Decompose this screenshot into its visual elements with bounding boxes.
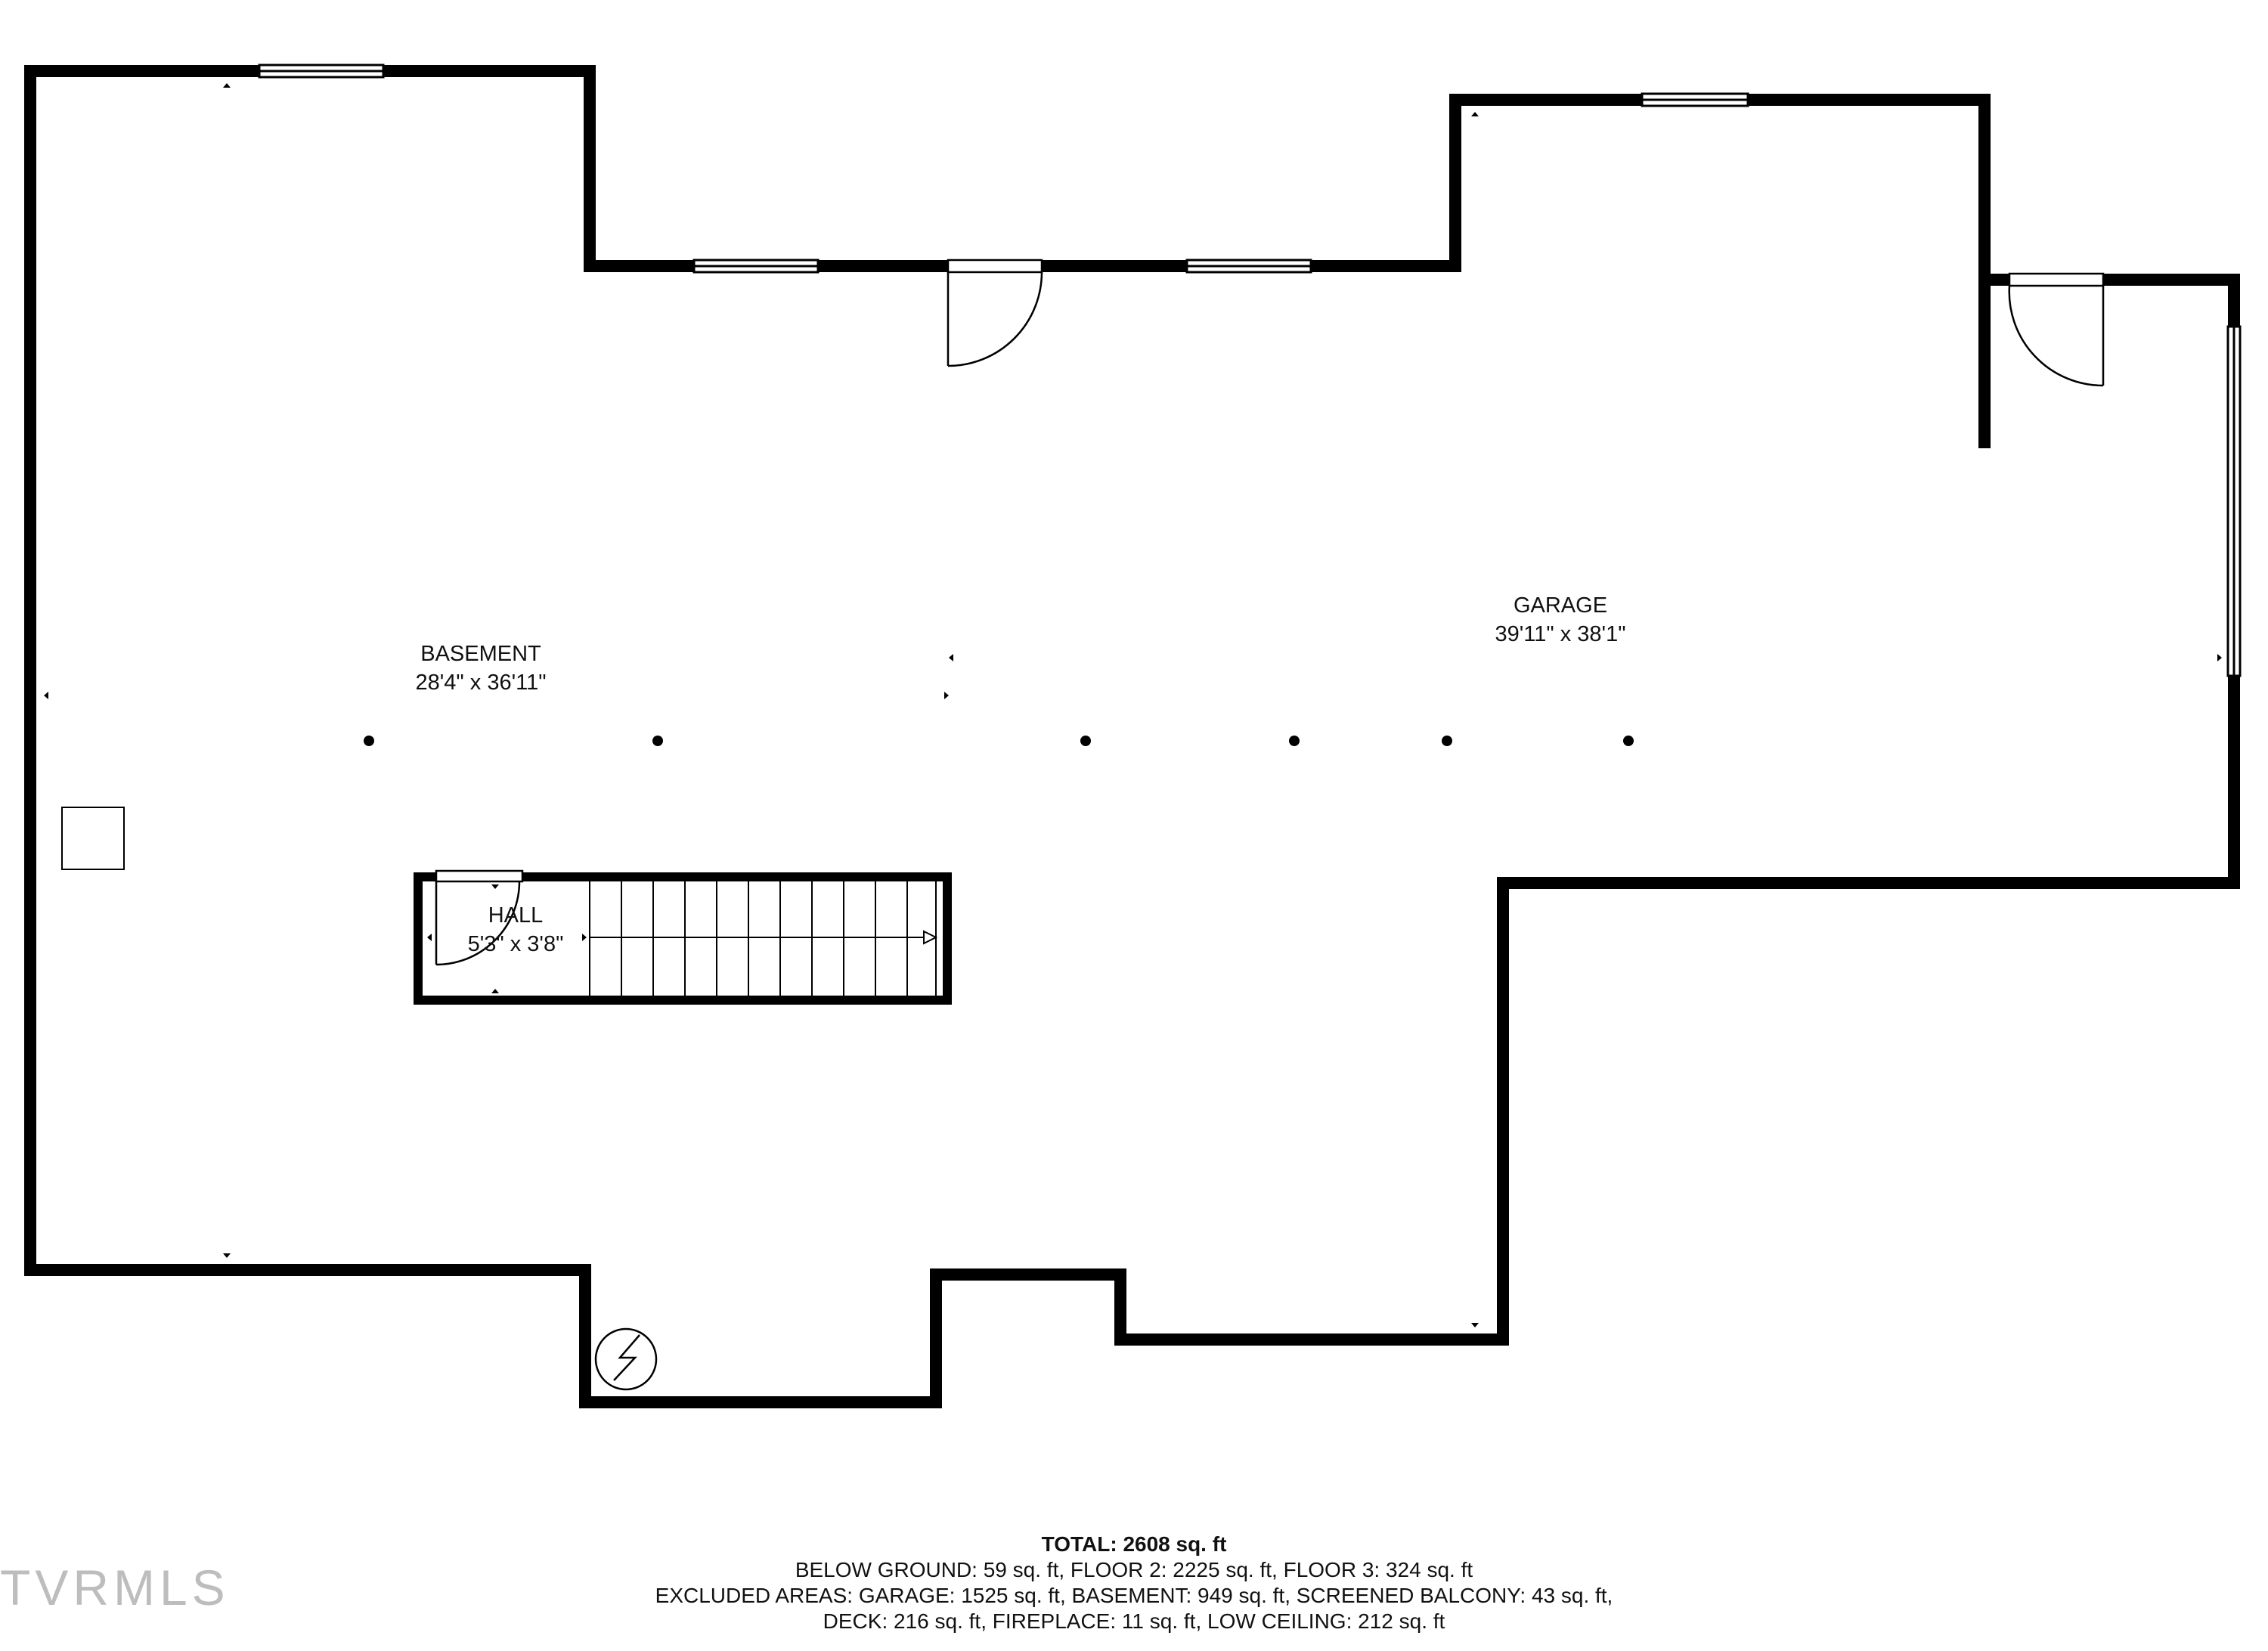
column [1289,736,1300,746]
room-dims-basement: 28'4" x 36'11" [415,671,546,695]
door-hall [435,869,524,966]
room-dims-garage: 39'11" x 38'1" [1495,622,1625,646]
total-area: TOTAL: 2608 sq. ft [1041,1532,1227,1556]
windows [258,64,2242,677]
window-top-middle-1 [692,259,820,274]
summary-line-2: EXCLUDED AREAS: GARAGE: 1525 sq. ft, BAS… [655,1584,1613,1607]
staircase [589,881,938,996]
room-name-basement: BASEMENT [420,642,541,666]
doors [435,259,2105,966]
column [364,736,374,746]
window-right-side [2226,325,2242,677]
vent-box [61,807,125,870]
summary-line-3: DECK: 216 sq. ft, FIREPLACE: 11 sq. ft, … [823,1609,1445,1633]
watermark-logo: TVRMLS [0,1560,230,1615]
dimension-markers [44,83,2222,1327]
room-dims-hall: 5'3" x 3'8" [468,932,564,956]
room-name-hall: HALL [488,903,544,928]
area-summary: TOTAL: 2608 sq. ft BELOW GROUND: 59 sq. … [0,1532,2268,1634]
column [1623,736,1634,746]
column [1080,736,1091,746]
exterior-walls [24,65,2240,1408]
window-top-right [1641,92,1749,107]
room-labels: BASEMENT 28'4" x 36'11" GARAGE 39'11" x … [415,593,1625,956]
summary-line-1: BELOW GROUND: 59 sq. ft, FLOOR 2: 2225 s… [795,1558,1473,1581]
columns [364,736,1634,746]
room-name-garage: GARAGE [1514,593,1607,618]
door-top-right [2008,272,2105,387]
door-top-middle [947,259,1043,367]
window-top-left [258,64,385,79]
column [652,736,663,746]
hall-stair-enclosure [414,872,952,1005]
column [1442,736,1452,746]
electrical-panel-icon [594,1327,658,1391]
window-top-middle-2 [1185,259,1312,274]
